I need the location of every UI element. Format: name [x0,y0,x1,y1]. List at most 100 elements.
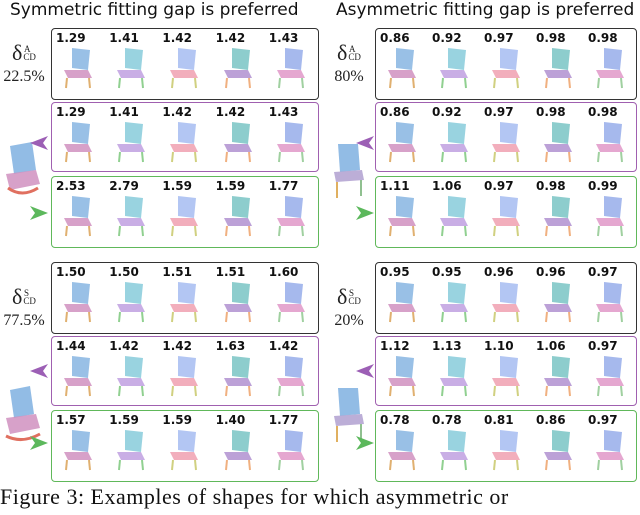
chair-point-cloud-icon [117,430,146,471]
chair-point-cloud-icon [117,196,146,237]
shape-cell: 0.92 [428,29,480,99]
metric-percentage: 80% [334,68,364,85]
shape-cell: 0.98 [532,103,584,171]
shape-cell: 1.11 [376,177,428,247]
shape-cell: 0.99 [584,177,636,247]
arrow-left-icon [356,364,374,378]
distance-value: 1.29 [56,31,86,45]
distance-value: 0.98 [536,179,566,193]
distance-value: 0.98 [588,31,618,45]
shape-cell: 1.59 [212,177,265,247]
distance-value: 0.95 [380,265,410,279]
distance-value: 0.97 [484,179,514,193]
arrow-right-icon [356,436,374,450]
chair-point-cloud-icon [544,282,572,323]
distance-value: 0.86 [536,413,566,427]
distance-value: 0.97 [588,339,618,353]
shape-cell: 1.42 [265,337,318,405]
delta-superscript: A [349,44,356,54]
distance-value: 1.42 [162,339,192,353]
chair-point-cloud-icon [492,48,520,89]
chair-point-cloud-icon [492,430,520,471]
chair-point-cloud-icon [170,48,199,89]
shape-cell: 1.43 [265,103,318,171]
shape-cell: 1.29 [52,29,105,99]
chair-point-cloud-icon [117,122,146,163]
distance-value: 1.59 [215,179,246,193]
delta-symbol: δ [12,40,23,65]
shape-cell: 0.98 [532,29,584,99]
shape-cell: 1.59 [158,411,211,481]
distance-value: 1.51 [162,265,192,279]
distance-value: 1.57 [56,413,86,427]
delta-superscript: S [349,288,355,298]
distance-value: 1.42 [162,105,192,119]
distance-value: 1.59 [162,179,192,193]
chair-point-cloud-icon [492,282,520,323]
chair-point-cloud-icon [388,356,416,397]
chair-point-cloud-icon [64,196,92,237]
distance-value: 1.43 [268,105,299,119]
distance-value: 1.60 [268,265,299,279]
arrow-left-icon [356,136,374,150]
distance-value: 1.50 [56,265,86,279]
shape-cell: 1.13 [428,337,480,405]
shape-cell: 1.51 [212,263,265,333]
chair-point-cloud-icon [544,196,572,237]
shape-cell: 0.97 [584,263,636,333]
query-shape-bottom-left [5,386,41,441]
shape-cell: 1.40 [212,411,265,481]
shape-cell: 1.59 [158,177,211,247]
distance-value: 1.42 [268,339,299,353]
chair-point-cloud-icon [170,196,199,237]
shape-cell: 1.29 [52,103,105,171]
distance-value: 0.97 [588,265,618,279]
shape-cell: 1.42 [105,337,158,405]
query-shape-top-right [334,144,364,198]
chair-point-cloud-icon [223,122,252,163]
chair-point-cloud-icon [170,282,199,323]
shape-cell: 0.96 [532,263,584,333]
distance-value: 0.96 [536,265,566,279]
chair-point-cloud-icon [544,48,572,89]
distance-value: 1.42 [215,31,246,45]
chair-point-cloud-icon [440,356,468,397]
chair-point-cloud-icon [276,48,305,89]
shape-cell: 1.59 [105,411,158,481]
distance-value: 1.51 [215,265,246,279]
chair-point-cloud-icon [596,282,624,323]
distance-value: 1.11 [380,179,410,193]
chair-point-cloud-icon [64,122,92,163]
chair-point-cloud-icon [170,122,199,163]
chair-point-cloud-icon [388,430,416,471]
delta-symbol: δ [12,284,23,309]
shape-cell: 0.97 [480,29,532,99]
distance-value: 1.43 [268,31,299,45]
distance-value: 0.92 [432,31,462,45]
chair-point-cloud-icon [64,48,92,89]
distance-value: 0.98 [588,105,618,119]
distance-value: 0.81 [484,413,514,427]
distance-value: 1.29 [56,105,86,119]
chair-point-cloud-icon [276,122,305,163]
query-shape-top-left [6,142,40,195]
chair-point-cloud-icon [388,122,416,163]
shape-cell: 0.86 [532,411,584,481]
chair-point-cloud-icon [117,48,146,89]
distance-value: 1.06 [536,339,566,353]
delta-superscript: S [24,288,30,298]
distance-value: 2.79 [109,179,139,193]
metric-percentage: 77.5% [3,312,45,329]
distance-value: 0.78 [432,413,462,427]
distance-value: 1.41 [109,31,139,45]
shape-cell: 0.98 [532,177,584,247]
chair-point-cloud-icon [117,356,146,397]
shape-cell: 1.51 [158,263,211,333]
shape-cell: 1.42 [158,337,211,405]
